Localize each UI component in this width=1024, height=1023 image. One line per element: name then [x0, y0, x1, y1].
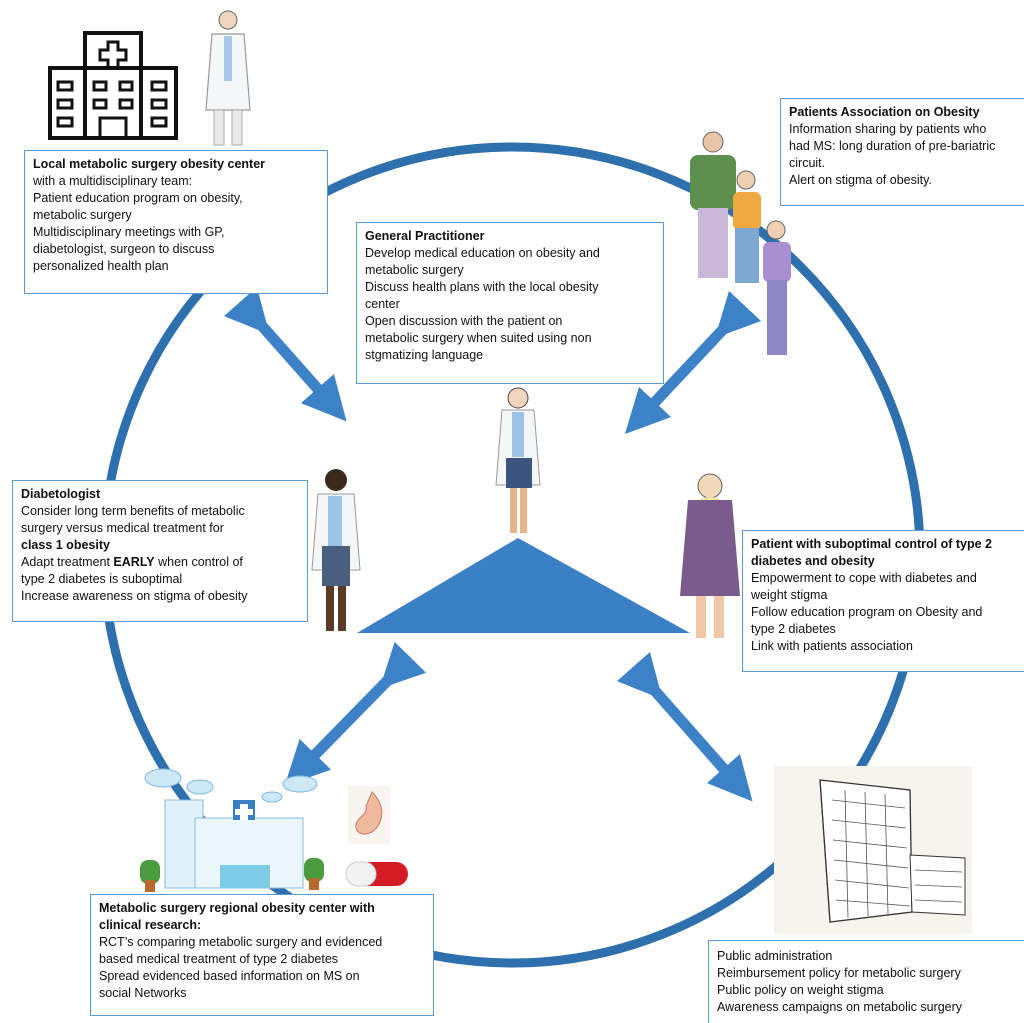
patients-association-line: had MS: long duration of pre-bariatric [789, 139, 996, 153]
arrow-gp-patients-association [624, 290, 762, 435]
patients-association-line: circuit. [789, 156, 826, 170]
local-center-title: Local metabolic surgery obesity center [33, 157, 266, 171]
diabetologist-line: Increase awareness on stigma of obesity [21, 589, 248, 603]
arrow-local-center-gp [223, 286, 347, 422]
general-practitioner-line: metabolic surgery [365, 263, 464, 277]
patient-line: Link with patients association [751, 639, 913, 653]
doctor-male-icon [205, 10, 251, 146]
regional-center-box: Metabolic surgery regional obesity cente… [90, 894, 434, 1016]
arrow-regional-center-triangle [284, 641, 427, 786]
diabetologist-icon [311, 469, 361, 631]
patients-association-box: Patients Association on Obesity Informat… [780, 98, 1024, 206]
regional-center-title: Metabolic surgery regional obesity cente… [99, 901, 375, 915]
diabetologist-box: Diabetologist Consider long term benefit… [12, 480, 308, 622]
arrow-triangle-public-admin [616, 651, 753, 802]
diabetologist-line-part: Adapt treatment [21, 555, 114, 569]
regional-center-line: social Networks [99, 986, 187, 1000]
patients-group-icon [690, 131, 791, 355]
local-center-line: diabetologist, surgeon to discuss [33, 242, 215, 256]
general-practitioner-line: Discuss health plans with the local obes… [365, 280, 599, 294]
general-practitioner-line: metabolic surgery when suited using non [365, 331, 592, 345]
regional-center-title: clinical research: [99, 918, 202, 932]
hospital-building-icon [48, 31, 178, 140]
patients-association-line: Alert on stigma of obesity. [789, 173, 932, 187]
diabetologist-line-part: when control of [154, 555, 243, 569]
local-center-line: Multidisciplinary meetings with GP, [33, 225, 225, 239]
pill-icon [345, 861, 408, 887]
patient-line: weight stigma [751, 588, 828, 602]
general-practitioner-line: Develop medical education on obesity and [365, 246, 600, 260]
local-center-line: personalized health plan [33, 259, 169, 273]
diabetologist-line: class 1 obesity [21, 538, 110, 552]
diabetologist-line: Consider long term benefits of metabolic [21, 504, 245, 518]
doctor-female-icon [495, 387, 541, 533]
local-center-box: Local metabolic surgery obesity center w… [24, 150, 328, 294]
patient-title: Patient with suboptimal control of type … [751, 537, 992, 551]
patients-association-line: Information sharing by patients who [789, 122, 987, 136]
diabetologist-title: Diabetologist [21, 487, 101, 501]
patient-title: diabetes and obesity [751, 554, 875, 568]
public-admin-line: Public policy on weight stigma [717, 983, 884, 997]
diabetologist-line: Adapt treatment EARLY when control of [21, 554, 299, 571]
general-practitioner-box: General Practitioner Develop medical edu… [356, 222, 664, 384]
patients-association-title: Patients Association on Obesity [789, 105, 980, 119]
public-admin-line: Awareness campaigns on metabolic surgery [717, 1000, 963, 1014]
patient-line: Empowerment to cope with diabetes and [751, 571, 977, 585]
general-practitioner-line: Open discussion with the patient on [365, 314, 563, 328]
diabetologist-line: type 2 diabetes is suboptimal [21, 572, 183, 586]
general-practitioner-line: center [365, 297, 400, 311]
administration-building-icon [774, 766, 972, 934]
regional-hospital-icon [140, 768, 324, 892]
patient-line: type 2 diabetes [751, 622, 836, 636]
regional-center-line: Spread evidenced based information on MS… [99, 969, 360, 983]
local-center-line: with a multidisciplinary team: [33, 174, 193, 188]
local-center-line: metabolic surgery [33, 208, 132, 222]
general-practitioner-line: stgmatizing language [365, 348, 484, 362]
public-admin-box: Public administration Reimbursement poli… [708, 940, 1024, 1023]
public-admin-line: Public administration [717, 949, 833, 963]
patient-box: Patient with suboptimal control of type … [742, 530, 1024, 672]
regional-center-line: based medical treatment of type 2 diabet… [99, 952, 339, 966]
public-admin-line: Reimbursement policy for metabolic surge… [717, 966, 961, 980]
patient-line: Follow education program on Obesity and [751, 605, 983, 619]
patient-woman-icon [680, 473, 740, 638]
stomach-icon [348, 786, 390, 844]
local-center-line: Patient education program on obesity, [33, 191, 243, 205]
diabetologist-line: surgery versus medical treatment for [21, 521, 224, 535]
general-practitioner-title: General Practitioner [365, 229, 485, 243]
central-triangle [357, 538, 690, 633]
diabetologist-early: EARLY [113, 555, 155, 569]
regional-center-line: RCT’s comparing metabolic surgery and ev… [99, 935, 383, 949]
